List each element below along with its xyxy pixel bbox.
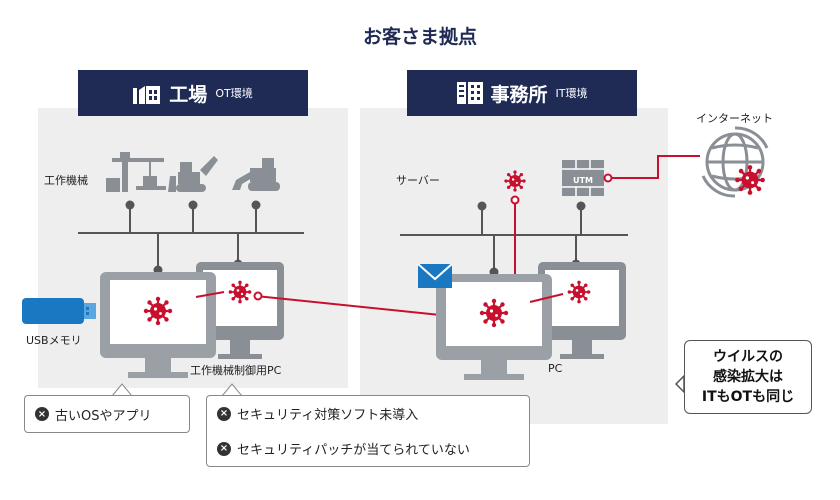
internet-link xyxy=(606,155,700,179)
factory-header: 工場 OT環境 xyxy=(78,70,308,116)
office-building-icon xyxy=(456,82,483,104)
internet-label: インターネット xyxy=(696,112,773,125)
office-pc-back xyxy=(538,262,626,359)
office-pc-label: PC xyxy=(548,362,563,375)
factory-icon xyxy=(133,86,161,104)
factory-network-bus xyxy=(78,200,304,275)
virus-icon xyxy=(478,297,510,329)
factory-env: OT環境 xyxy=(215,87,253,100)
crane-machine-icon xyxy=(106,152,166,192)
callout-text: セキュリティ対策ソフト未導入 xyxy=(237,408,419,423)
office-name: 事務所 xyxy=(490,83,548,106)
virus-icon xyxy=(733,163,767,197)
note-line: ITもOTも同じ xyxy=(701,389,795,405)
page-title: お客さま拠点 xyxy=(362,26,477,48)
infection-link xyxy=(195,291,225,298)
cross-site-infection-link xyxy=(253,291,455,321)
factory-pc-label: 工作機械制御用PC xyxy=(190,364,282,377)
utm-label: UTM xyxy=(573,176,593,185)
bulldozer-icon xyxy=(168,156,218,192)
note-pointer xyxy=(674,374,685,394)
callout-text: 古いOSやアプリ xyxy=(55,408,152,424)
office-header: 事務所 IT環境 xyxy=(407,70,637,116)
security-callout: × セキュリティ対策ソフト未導入 × セキュリティパッチが当てられていない xyxy=(206,395,530,467)
x-mark-icon: × xyxy=(217,441,231,456)
x-mark-icon: × xyxy=(217,406,231,421)
note-line: 感染拡大は xyxy=(713,369,783,385)
note-line: ウイルスの xyxy=(713,349,783,365)
virus-icon xyxy=(142,295,174,327)
usb-memory-icon xyxy=(22,298,96,324)
infection-link xyxy=(529,293,564,303)
office-env: IT環境 xyxy=(555,87,588,100)
server-label: サーバー xyxy=(396,174,440,187)
callout-text: セキュリティパッチが当てられていない xyxy=(237,443,470,458)
usb-label: USBメモリ xyxy=(26,334,82,347)
excavator-icon xyxy=(232,158,280,191)
utm-firewall-icon xyxy=(562,160,604,196)
virus-icon xyxy=(503,169,527,193)
machines-label: 工作機械 xyxy=(44,174,88,187)
virus-icon xyxy=(566,279,592,305)
spread-note: ウイルスの 感染拡大は ITもOTも同じ xyxy=(684,340,812,414)
old-os-callout: × 古いOSやアプリ xyxy=(24,395,190,433)
x-mark-icon: × xyxy=(35,407,49,421)
factory-name: 工場 xyxy=(169,83,208,106)
email-icon xyxy=(417,263,453,288)
globe-refresh-arrows-icon xyxy=(701,126,769,198)
virus-icon xyxy=(227,279,253,305)
